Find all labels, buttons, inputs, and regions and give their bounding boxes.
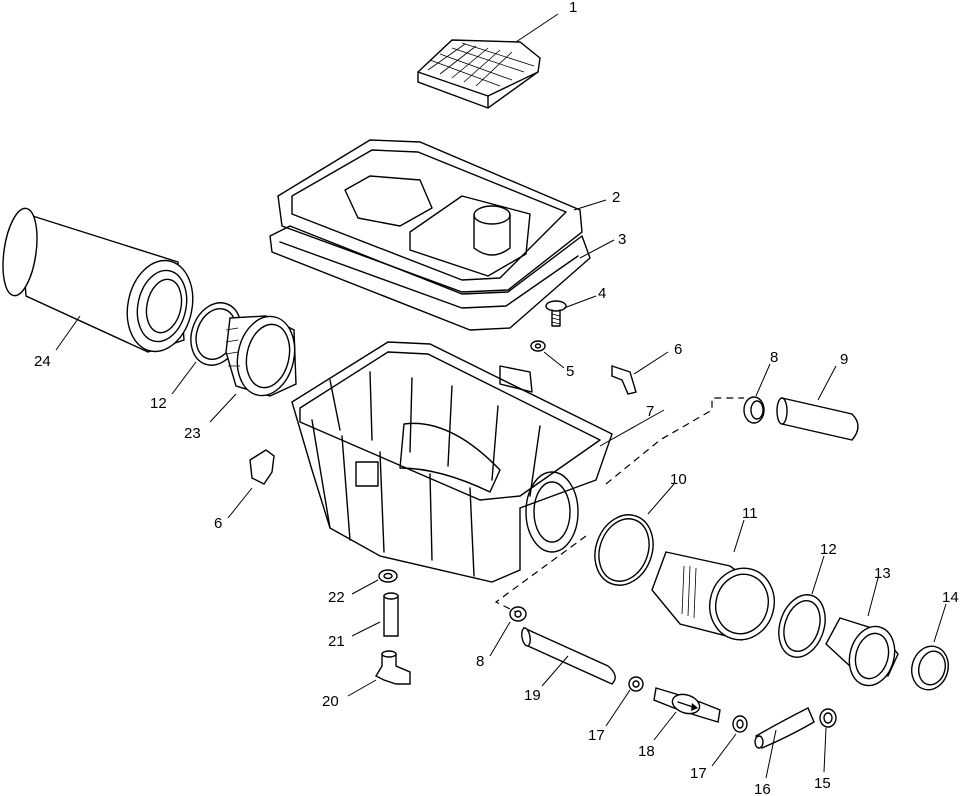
part-2-airbox-lid: [277, 139, 583, 293]
label-part-4: 4: [598, 285, 606, 302]
label-part-18: 18: [638, 743, 655, 760]
label-part-3: 3: [618, 231, 626, 248]
part-17-clamp-left: [628, 676, 644, 692]
label-part-22: 22: [328, 589, 345, 606]
label-part-9: 9: [840, 351, 848, 368]
label-part-17-right: 17: [690, 765, 707, 782]
label-part-8-upper: 8: [770, 349, 778, 366]
part-8-clamp-upper: [743, 396, 765, 424]
part-5-washer: [530, 340, 546, 352]
part-22-clamp: [378, 569, 398, 583]
label-part-23: 23: [184, 425, 201, 442]
part-3-gasket: [269, 225, 591, 331]
label-part-6-left: 6: [214, 515, 222, 532]
part-21-tube: [383, 592, 399, 637]
label-part-20: 20: [322, 693, 339, 710]
label-part-7: 7: [646, 403, 654, 420]
label-part-12-left: 12: [150, 395, 167, 412]
part-labels: 1 2 3 4 5 6 6 7 8 8 9 10 11 12 12 13 14 …: [34, 0, 959, 796]
label-part-13: 13: [874, 565, 891, 582]
part-16-hose: [754, 707, 815, 749]
part-1-intake-screen: [417, 39, 541, 109]
part-9-hose: [776, 397, 859, 441]
label-part-8-lower: 8: [476, 653, 484, 670]
label-part-24: 24: [34, 353, 51, 370]
dashed-leader-drain: [494, 535, 587, 613]
part-15-clamp: [819, 708, 837, 728]
part-20-tee-fitting: [375, 650, 411, 685]
part-4-screw: [545, 300, 567, 327]
label-part-2: 2: [612, 189, 620, 206]
part-7-airbox-body: [291, 341, 613, 583]
label-part-5: 5: [566, 363, 574, 380]
part-14-clamp: [911, 645, 949, 691]
part-11-adapter: [651, 551, 775, 641]
label-part-17-left: 17: [588, 727, 605, 744]
label-part-15: 15: [814, 775, 831, 792]
part-8-clamp-lower: [509, 606, 527, 622]
part-12-ring-right: [778, 594, 826, 658]
label-part-12-right: 12: [820, 541, 837, 558]
part-23-filter-adapter: [225, 315, 297, 397]
part-10-ring-gasket: [594, 514, 654, 586]
label-part-21: 21: [328, 633, 345, 650]
part-6-clip-left: [249, 449, 275, 485]
label-part-6-right: 6: [674, 341, 682, 358]
part-24-air-filter: [2, 207, 194, 353]
part-19-tube: [521, 626, 616, 685]
label-part-11: 11: [742, 505, 758, 522]
part-6-clip-right: [611, 365, 637, 395]
label-part-16: 16: [754, 781, 771, 796]
label-part-19: 19: [524, 687, 541, 704]
label-part-14: 14: [942, 589, 959, 606]
part-18-check-valve: [653, 687, 721, 723]
label-part-1: 1: [569, 0, 577, 16]
leader-lines: [55, 13, 947, 779]
part-17-clamp-right: [732, 715, 748, 733]
part-13-boot: [825, 617, 899, 687]
label-part-10: 10: [670, 471, 687, 488]
